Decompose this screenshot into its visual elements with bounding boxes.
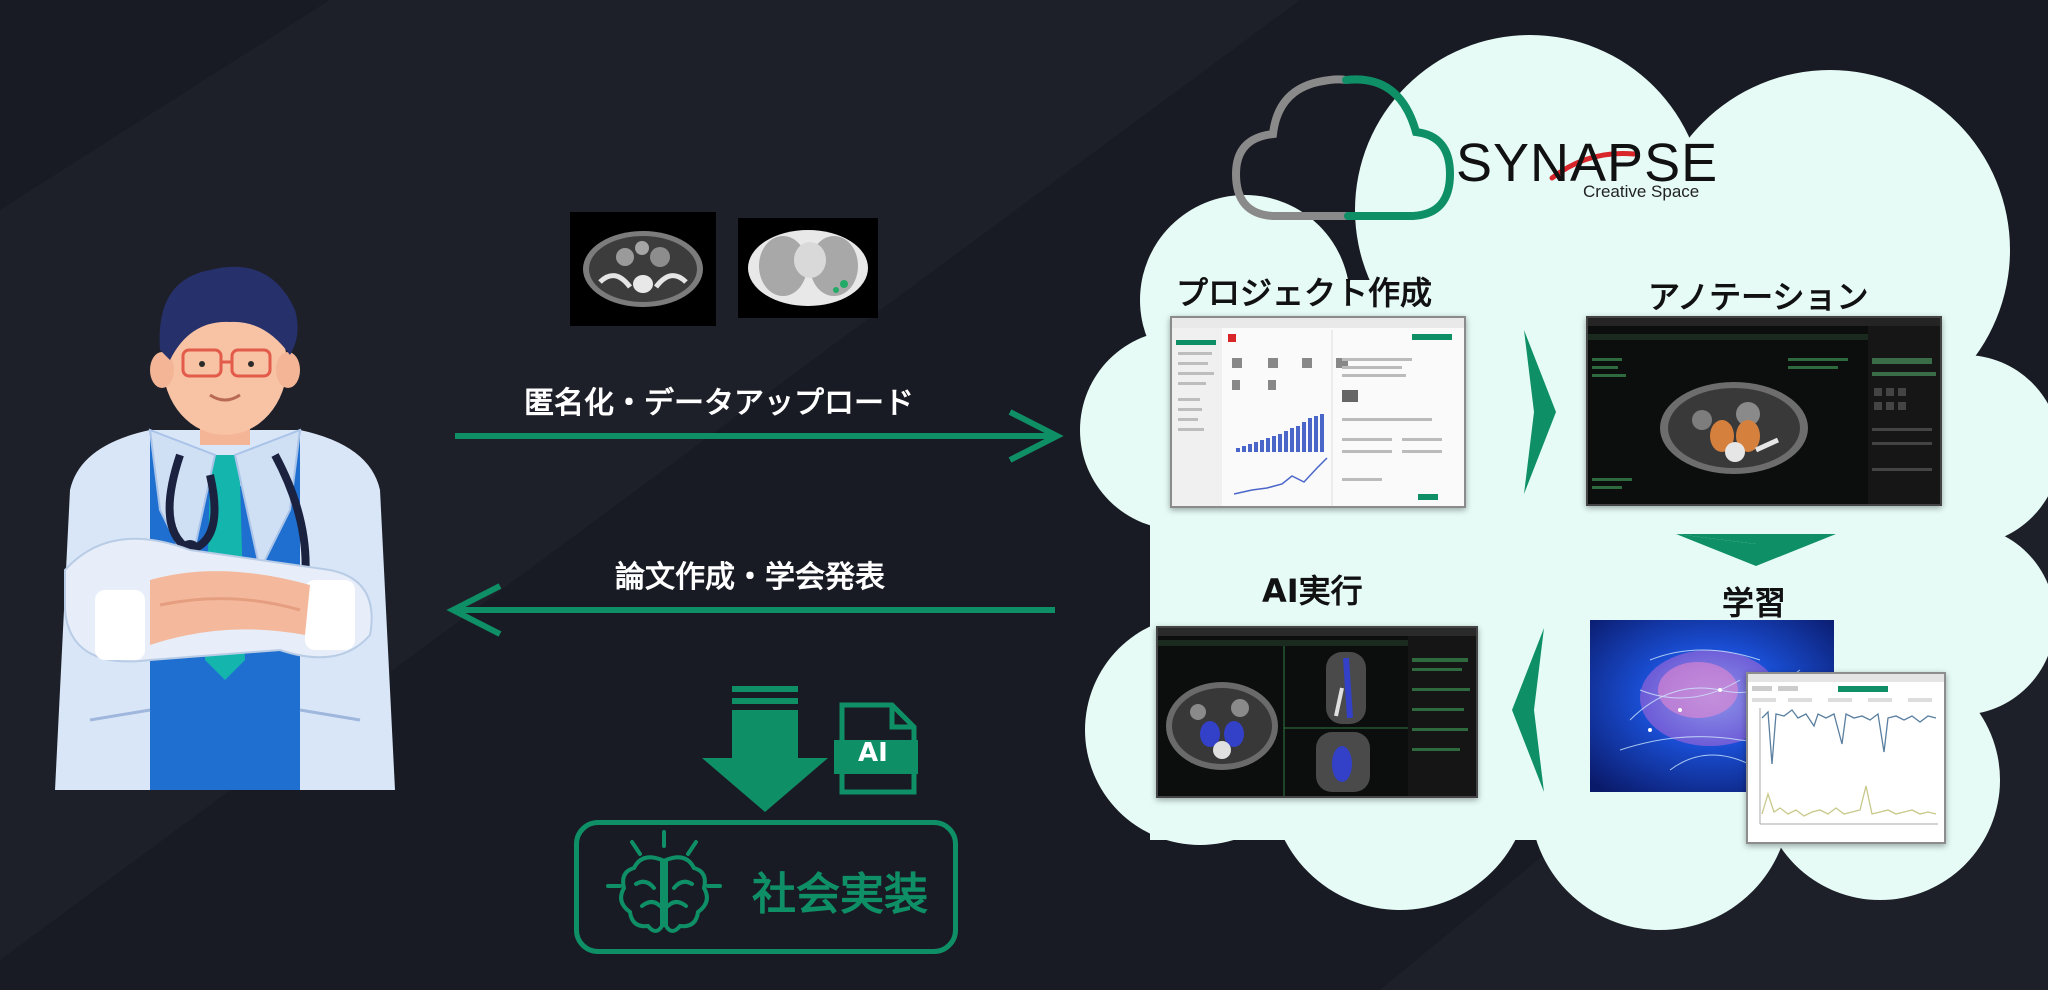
upload-arrow	[455, 409, 1064, 463]
step-title-ai-run: AI実行	[1262, 572, 1363, 610]
publish-arrow-label: 論文作成・学会発表	[615, 560, 885, 595]
step-title-learning: 学習	[1722, 584, 1787, 622]
synapse-logo-tagline: Creative Space	[1583, 182, 1700, 201]
deployment-label: 社会実装	[752, 869, 928, 920]
publish-arrow	[446, 583, 1055, 637]
step-title-annotation: アノテーション	[1648, 278, 1869, 316]
flow-arrow-left	[1512, 628, 1544, 792]
brain-icon	[606, 830, 722, 933]
step-title-project: プロジェクト作成	[1176, 274, 1433, 312]
synapse-logo-text: SYNAPSE	[1456, 133, 1719, 193]
ai-file-badge: AI	[858, 738, 888, 768]
training-graph-screenshot	[1746, 672, 1946, 844]
doctor-illustration	[55, 266, 395, 790]
flow-arrow-right	[1524, 330, 1556, 494]
upload-arrow-label: 匿名化・データアップロード	[524, 386, 914, 421]
deployment-box	[574, 820, 958, 954]
ai-file-icon	[834, 702, 918, 795]
ct-abdomen-thumbnail	[570, 212, 716, 326]
download-arrow-icon	[702, 686, 828, 812]
synapse-logo-swoosh	[1549, 151, 1637, 181]
cloud-icon	[1231, 75, 1455, 220]
flow-arrow-down	[1676, 534, 1836, 566]
ai-run-viewer-screenshot	[1156, 626, 1478, 798]
annotation-viewer-screenshot	[1586, 316, 1942, 506]
project-dashboard-screenshot	[1170, 316, 1466, 508]
ct-chest-thumbnail	[738, 218, 878, 318]
